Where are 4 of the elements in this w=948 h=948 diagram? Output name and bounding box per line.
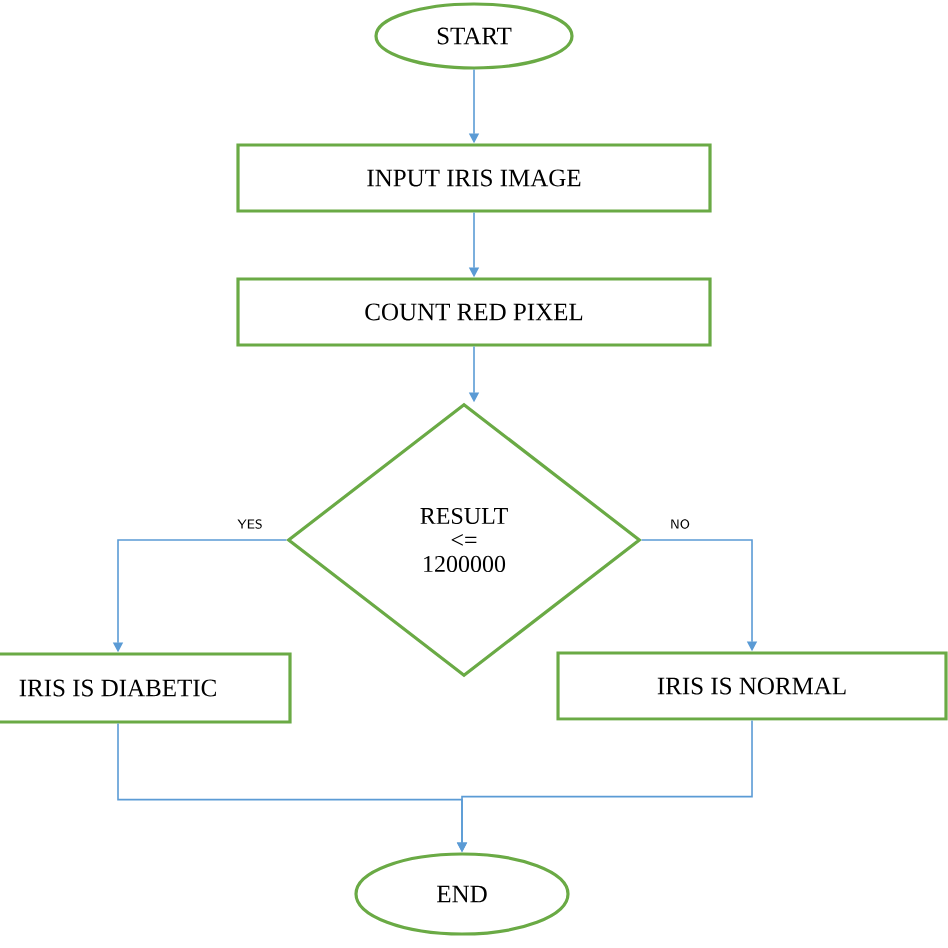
process-box: IRIS IS NORMAL xyxy=(556,651,948,721)
process-box: INPUT IRIS IMAGE xyxy=(236,143,712,213)
process-box: IRIS IS DIABETIC xyxy=(0,652,292,724)
process-box: COUNT RED PIXEL xyxy=(236,277,712,347)
